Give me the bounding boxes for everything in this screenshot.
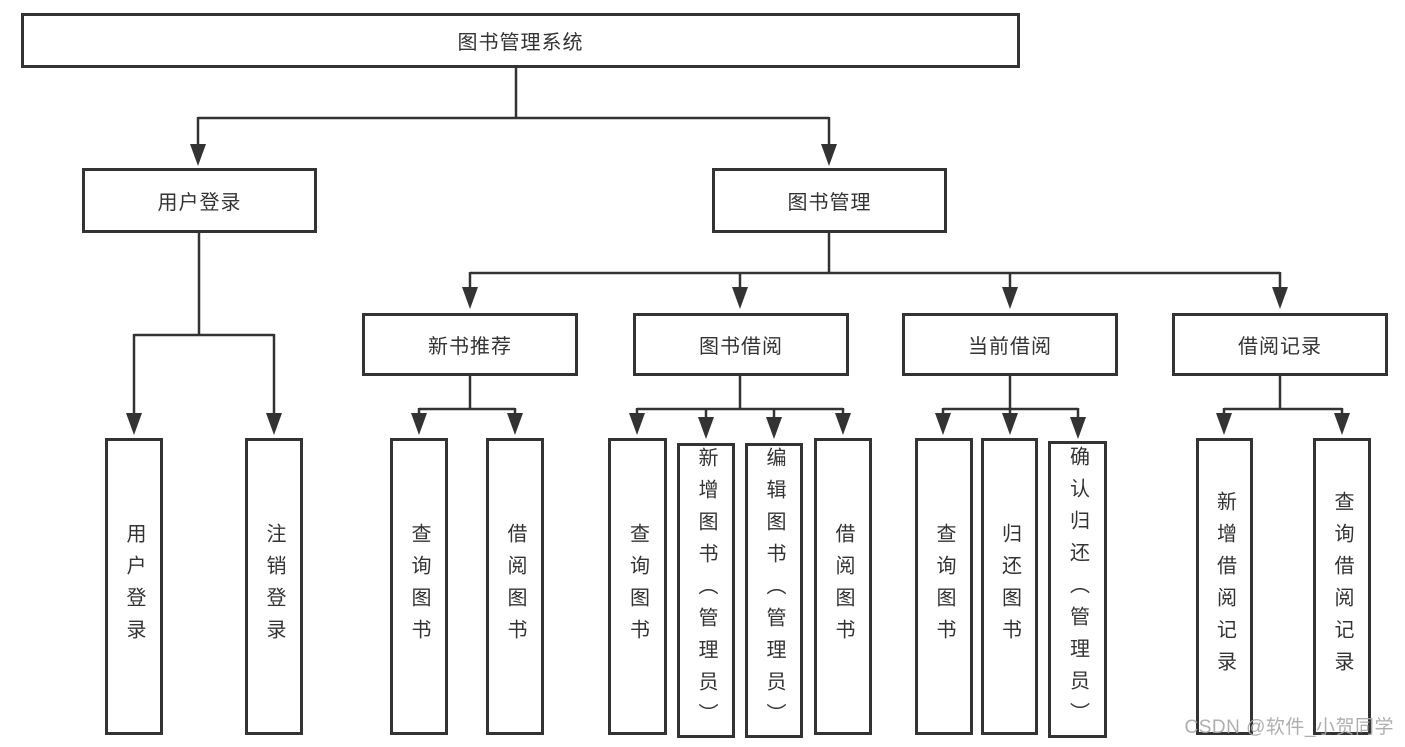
leaf-query-books-recommend: 查询图书 bbox=[390, 438, 448, 735]
leaf-query-books-borrowing: 查询图书 bbox=[608, 438, 667, 735]
leaf-borrow-books-recommend-label: 借阅图书 bbox=[504, 522, 526, 651]
node-book-management-label: 图书管理 bbox=[787, 192, 872, 214]
leaf-user-login: 用户登录 bbox=[105, 438, 163, 735]
leaf-borrow-books-recommend: 借阅图书 bbox=[486, 438, 544, 735]
leaf-borrow-books-borrowing: 借阅图书 bbox=[814, 438, 872, 735]
leaf-user-login-label: 用户登录 bbox=[123, 522, 145, 651]
leaf-logout: 注销登录 bbox=[245, 438, 303, 735]
leaf-add-book-admin-label: 新增图书（管理员） bbox=[695, 446, 717, 735]
node-root-label: 图书管理系统 bbox=[457, 32, 584, 54]
node-current-borrowing-label: 当前借阅 bbox=[968, 336, 1052, 358]
node-user-login: 用户登录 bbox=[82, 168, 317, 233]
leaf-confirm-return-admin: 确认归还（管理员） bbox=[1048, 441, 1107, 738]
node-borrowing-records-label: 借阅记录 bbox=[1238, 336, 1322, 358]
watermark: CSDN @软件_小贺同学 bbox=[1184, 717, 1394, 738]
leaf-borrow-books-borrowing-label: 借阅图书 bbox=[832, 522, 854, 651]
leaf-add-borrow-record: 新增借阅记录 bbox=[1196, 438, 1253, 735]
leaf-add-book-admin: 新增图书（管理员） bbox=[677, 443, 735, 738]
leaf-query-books-current: 查询图书 bbox=[915, 438, 973, 735]
leaf-edit-book-admin: 编辑图书（管理员） bbox=[745, 443, 803, 738]
leaf-return-books-label: 归还图书 bbox=[998, 522, 1021, 651]
leaf-logout-label: 注销登录 bbox=[263, 522, 285, 651]
node-book-borrowing-label: 图书借阅 bbox=[699, 336, 783, 358]
node-current-borrowing: 当前借阅 bbox=[902, 313, 1118, 376]
leaf-query-books-recommend-label: 查询图书 bbox=[408, 522, 430, 651]
leaf-query-borrow-record-label: 查询借阅记录 bbox=[1331, 490, 1353, 683]
node-new-book-recommend-label: 新书推荐 bbox=[428, 336, 512, 358]
leaf-edit-book-admin-label: 编辑图书（管理员） bbox=[763, 446, 785, 735]
leaf-query-books-borrowing-label: 查询图书 bbox=[626, 522, 649, 651]
leaf-return-books: 归还图书 bbox=[981, 438, 1038, 735]
node-borrowing-records: 借阅记录 bbox=[1172, 313, 1388, 376]
leaf-confirm-return-admin-label: 确认归还（管理员） bbox=[1066, 445, 1089, 734]
node-root: 图书管理系统 bbox=[21, 13, 1020, 68]
node-book-management: 图书管理 bbox=[712, 168, 947, 233]
node-book-borrowing: 图书借阅 bbox=[633, 313, 849, 376]
node-new-book-recommend: 新书推荐 bbox=[362, 313, 578, 376]
leaf-query-books-current-label: 查询图书 bbox=[933, 522, 955, 651]
leaf-add-borrow-record-label: 新增借阅记录 bbox=[1213, 490, 1236, 683]
leaf-query-borrow-record: 查询借阅记录 bbox=[1313, 438, 1371, 735]
node-user-login-label: 用户登录 bbox=[157, 192, 242, 214]
